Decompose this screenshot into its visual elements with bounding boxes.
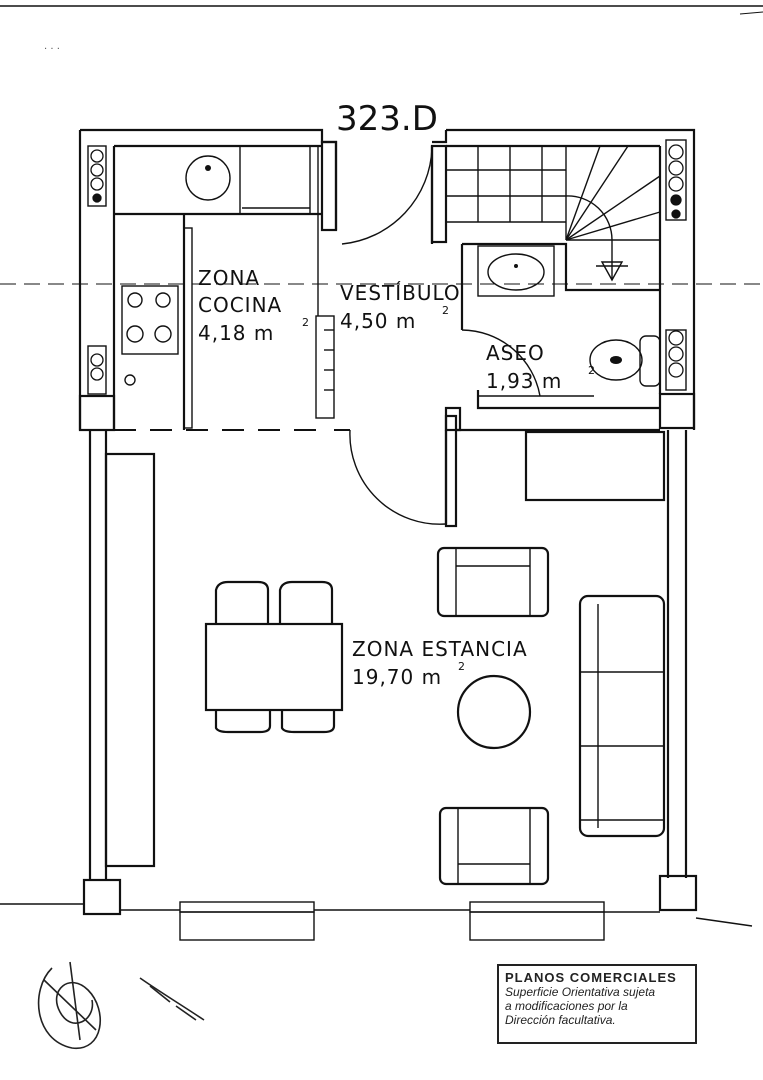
bathroom-area-sup: 2 (588, 364, 595, 377)
kitchen (112, 140, 338, 431)
bathroom (444, 242, 662, 432)
window-markers (90, 144, 684, 381)
stamp-title: PLANOS COMERCIALES (505, 970, 677, 985)
disclaimer-stamp: PLANOS COMERCIALES Superficie Orientativ… (497, 964, 697, 1044)
page-border-line (739, 11, 763, 15)
entrance-door (341, 144, 448, 245)
scan-mark: · · · (44, 44, 60, 55)
living-area: 19,70 m (352, 665, 442, 689)
kitchen-label-line2: COCINA (198, 293, 282, 317)
living-label: ZONA ESTANCIA (352, 637, 528, 661)
vestibule-area-sup: 2 (442, 304, 449, 317)
unit-code: 323.D (336, 99, 438, 139)
outer-walls (0, 128, 753, 941)
vestibule-label: VESTÍBULO (340, 281, 461, 305)
living-door (334, 414, 660, 528)
kitchen-area-sup: 2 (302, 316, 309, 329)
bathroom-label: ASEO (486, 341, 545, 365)
kitchen-label-line1: ZONA (198, 266, 260, 290)
living-furniture (104, 430, 666, 886)
stamp-line-3: Dirección facultativa. (505, 1013, 616, 1027)
stamp-line-2: a modificaciones por la (505, 999, 628, 1013)
living-area-sup: 2 (458, 660, 465, 673)
stamp-line-1: Superficie Orientativa sujeta (505, 985, 656, 999)
kitchen-area: 4,18 m (198, 321, 274, 345)
signature (37, 961, 205, 1049)
bathroom-area: 1,93 m (486, 369, 562, 393)
staircase (446, 145, 661, 282)
vestibule-area: 4,50 m (340, 309, 416, 333)
